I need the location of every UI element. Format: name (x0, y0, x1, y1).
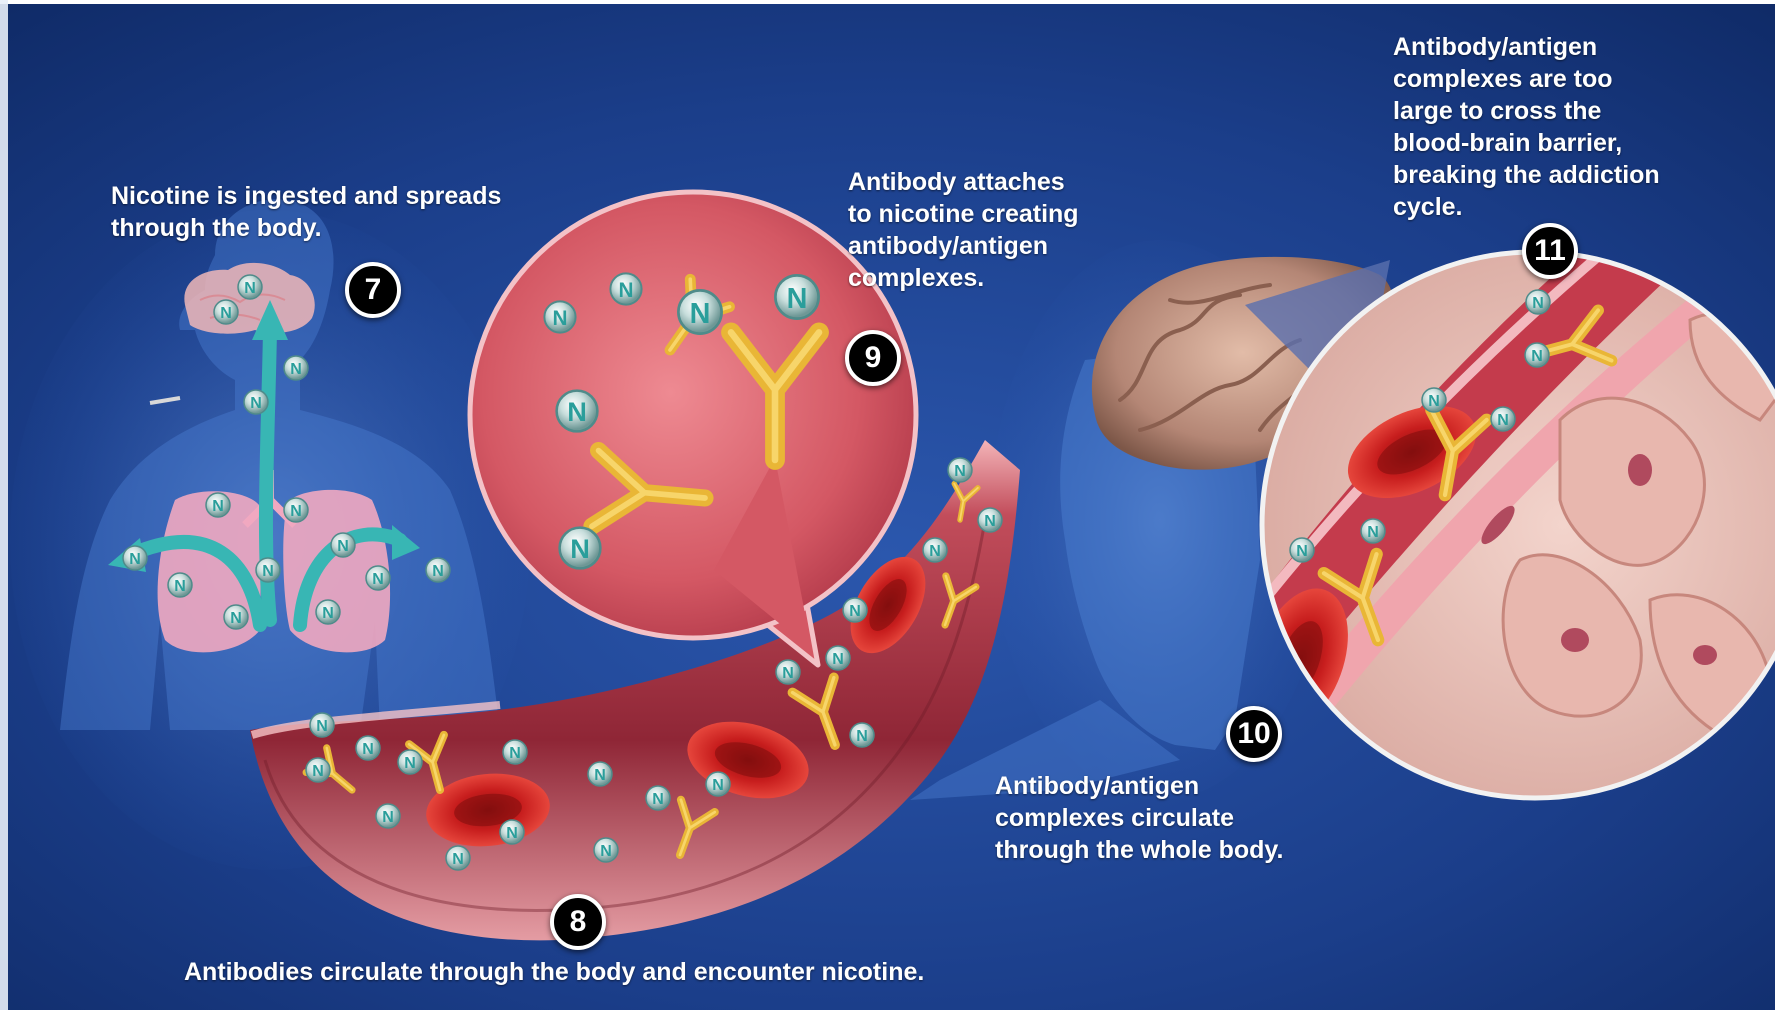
step-badge-11: 11 (1522, 223, 1578, 279)
caption-step-9: Antibody attaches to nicotine creating a… (848, 166, 1079, 294)
step-badge-9: 9 (845, 330, 901, 386)
caption-step-8: Antibodies circulate through the body an… (184, 956, 924, 988)
step-badge-7: 7 (345, 262, 401, 318)
caption-step-7: Nicotine is ingested and spreads through… (111, 180, 501, 244)
step-badge-8: 8 (550, 894, 606, 950)
caption-step-11: Antibody/antigen complexes are too large… (1393, 31, 1660, 223)
step-badge-10: 10 (1226, 706, 1282, 762)
caption-step-10: Antibody/antigen complexes circulate thr… (995, 770, 1283, 866)
